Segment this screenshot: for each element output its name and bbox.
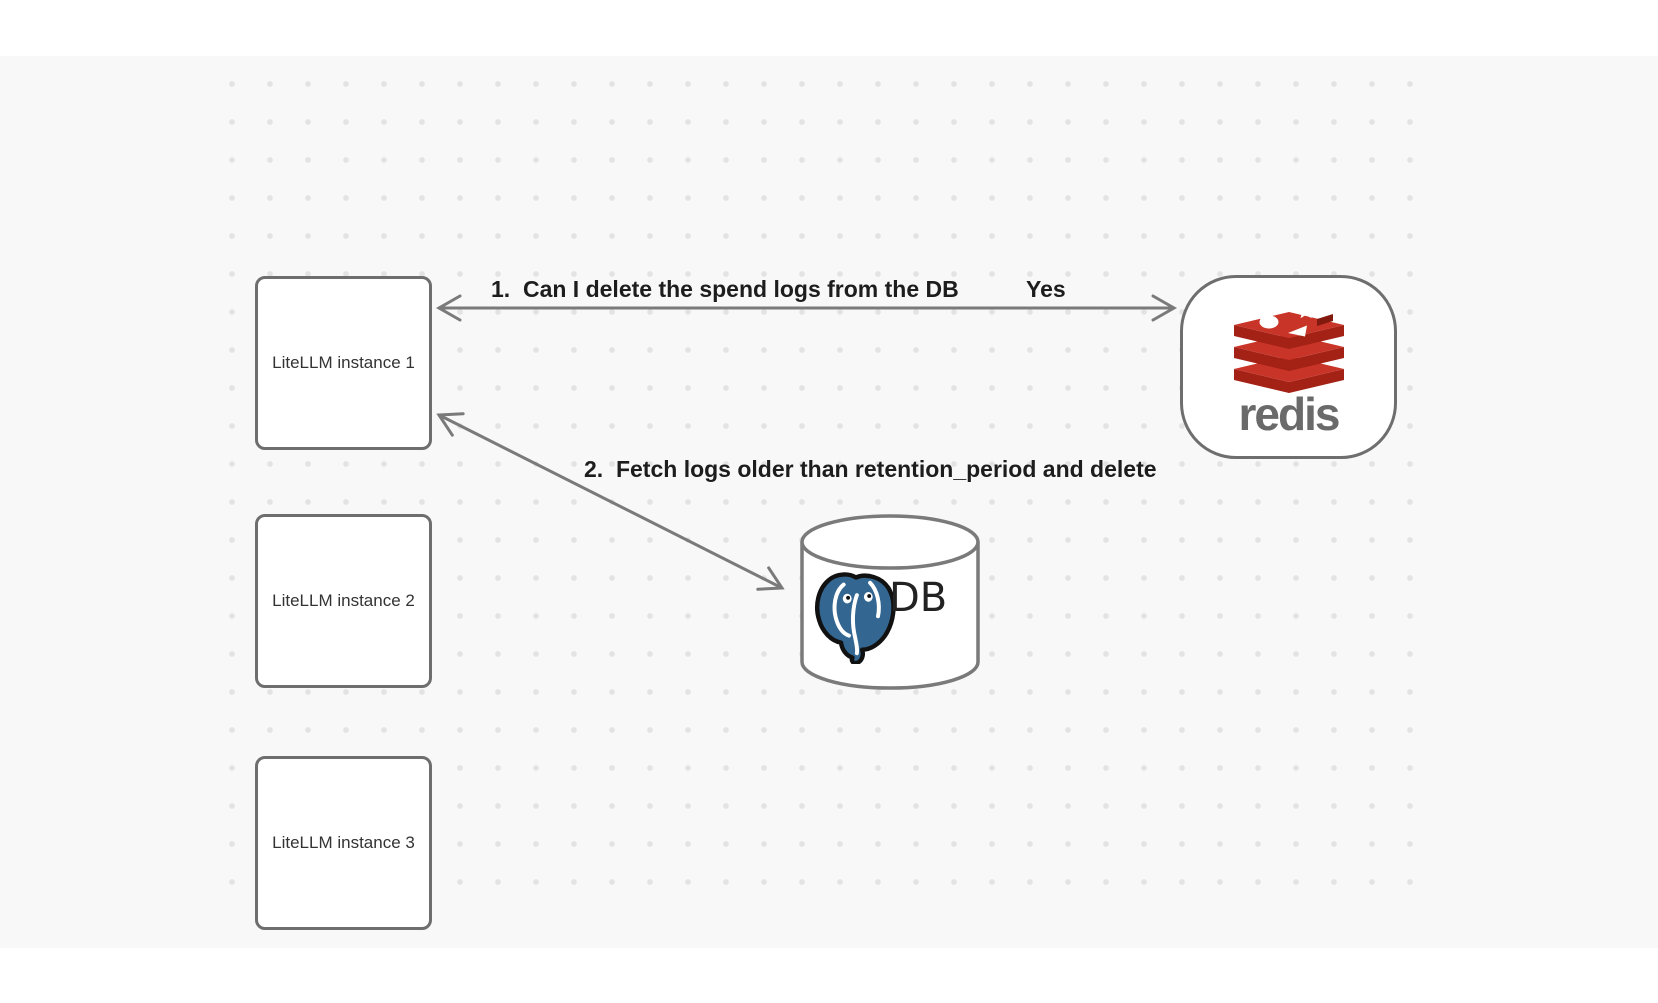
litellm-instance-3-label: LiteLLM instance 3 bbox=[272, 832, 415, 852]
edge1-response-label: Yes bbox=[1026, 276, 1066, 302]
litellm-instance-3-node: LiteLLM instance 3 bbox=[255, 756, 432, 930]
edge1-step-label: 1. Can I delete the spend logs from the … bbox=[491, 276, 959, 302]
redis-wordmark: redis bbox=[1238, 388, 1341, 440]
litellm-instance-2-node: LiteLLM instance 2 bbox=[255, 514, 432, 688]
edge2-step-label: 2. Fetch logs older than retention_perio… bbox=[584, 456, 1157, 482]
db-label: DB bbox=[889, 575, 948, 621]
redis-node: redis bbox=[1180, 275, 1397, 459]
litellm-instance-1-label: LiteLLM instance 1 bbox=[272, 352, 415, 372]
postgresql-elephant-icon bbox=[815, 572, 896, 664]
redis-logo-icon bbox=[1233, 302, 1344, 393]
litellm-instance-2-label: LiteLLM instance 2 bbox=[272, 590, 415, 610]
litellm-instance-1-node: LiteLLM instance 1 bbox=[255, 276, 432, 450]
arrow-instance1-db bbox=[436, 412, 785, 591]
